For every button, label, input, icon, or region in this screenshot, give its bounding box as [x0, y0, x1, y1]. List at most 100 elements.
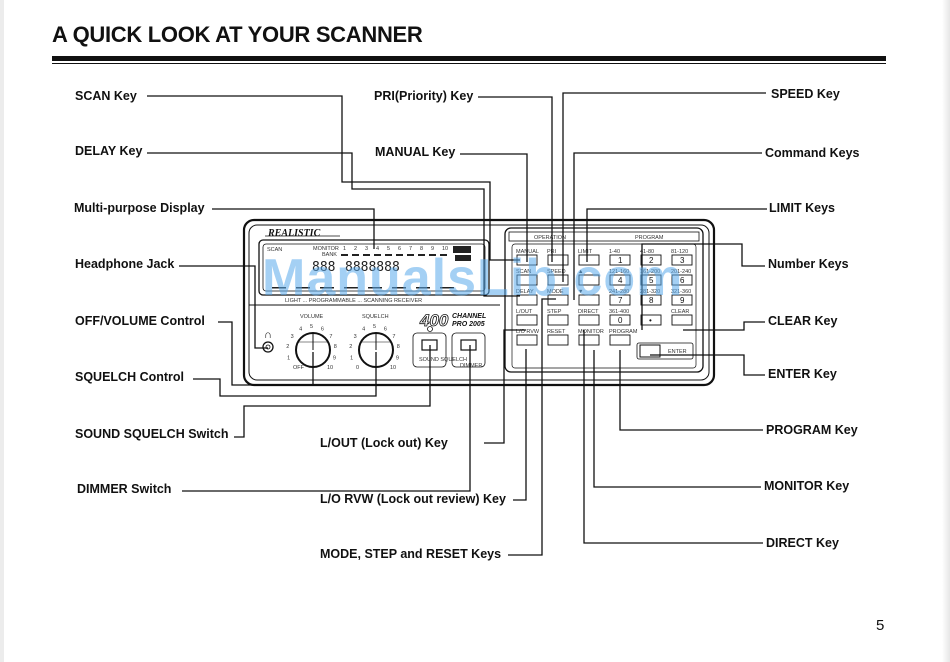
keypad-key [578, 294, 600, 306]
headphone-icon: ∩ [264, 329, 272, 341]
key-top-label: L/OUT [516, 309, 533, 315]
knob-scale-mark: 1 [287, 355, 290, 361]
lcd-segment [320, 287, 334, 289]
keypad-key [609, 334, 631, 346]
dimmer-switch [451, 332, 486, 368]
key-face-label: 0 [618, 316, 623, 325]
keypad-key [578, 334, 600, 346]
callout-mode-step-reset-keys: MODE, STEP and RESET Keys [320, 547, 502, 561]
callout-clear-line [683, 321, 765, 331]
callout-manual-line [460, 153, 528, 262]
callout-manual-key: MANUAL Key [375, 145, 456, 159]
key-face-label: 7 [618, 296, 623, 305]
key-top-label: STEP [547, 309, 562, 315]
sound-squelch-text: SOUND SQUELCH [419, 357, 467, 363]
callout-speed-key: SPEED Key [771, 87, 840, 101]
callout-headphone-jack: Headphone Jack [75, 257, 175, 271]
callout-sound-squelch-line [234, 345, 431, 438]
lcd-bank-number: 3 [365, 246, 368, 252]
lcd-channel-digits: 888 [312, 260, 335, 275]
keypad-key [640, 274, 662, 286]
knob-scale-mark: 8 [397, 344, 400, 350]
key-top-label: 121-160 [609, 269, 629, 275]
lcd-strip-text: LIGHT ... PROGRAMMABLE ... SCANNING RECE… [285, 298, 422, 304]
knob-scale-mark: 4 [299, 327, 302, 333]
callout-dimmer-line [182, 345, 471, 492]
lcd-bank-number: 5 [387, 246, 390, 252]
knob-scale-mark: 10 [327, 365, 333, 371]
callout-pri-key: PRI(Priority) Key [374, 89, 474, 103]
knob-scale-mark: 3 [291, 334, 294, 340]
lcd-segment [440, 287, 454, 289]
lcd-segment [344, 287, 358, 289]
callout-squelch-control: SQUELCH Control [75, 370, 185, 384]
keypad-key [671, 254, 693, 266]
callout-command-keys: Command Keys [765, 146, 860, 160]
lcd-segment [392, 287, 406, 289]
key-face-label: 1 [618, 256, 623, 265]
callout-clear-key: CLEAR Key [768, 314, 838, 328]
keypad-key [640, 294, 662, 306]
keypad-key [609, 294, 631, 306]
key-top-label: MONITOR [578, 329, 604, 335]
knob-scale-mark: 8 [334, 344, 337, 350]
key-top-label: SCAN [516, 269, 531, 275]
key-top-label: CLEAR [671, 309, 689, 315]
callout-scan-key: SCAN Key [75, 89, 137, 103]
keypad-key [609, 314, 631, 326]
key-top-label: SPEED [547, 269, 566, 275]
callout-scan-line [147, 95, 520, 261]
knob-scale-mark: 6 [321, 327, 324, 333]
keypad-key [516, 294, 538, 306]
callout-lorvw-line [513, 349, 527, 501]
callout-enter-line [650, 354, 765, 376]
knob-scale-mark: 5 [310, 324, 313, 330]
key-top-label: 1-40 [609, 249, 620, 255]
lcd-segment [296, 287, 310, 289]
callout-display-line [212, 208, 375, 249]
knob-scale-mark: 2 [286, 344, 289, 350]
lcd-bank-number: 1 [343, 246, 346, 252]
keypad-key [547, 254, 569, 266]
key-top-label: MODE [547, 289, 564, 295]
lcd-bank-number: 10 [442, 246, 448, 252]
key-top-label: RESET [547, 329, 566, 335]
keypad-inner [511, 243, 697, 369]
lcd-bank-number: 2 [354, 246, 357, 252]
keypad-bezel [504, 227, 704, 373]
key-top-label: 81-120 [671, 249, 688, 255]
section-program: PROGRAM [635, 235, 664, 241]
keypad-key [547, 274, 569, 286]
lcd-bank-bar [352, 254, 359, 256]
callout-number-line [641, 243, 765, 330]
callout-volume-line [218, 321, 314, 386]
knob-scale-mark: 1 [350, 355, 353, 361]
scanner-inner-frame [248, 224, 710, 381]
lcd-monitor-text: MONITOR [313, 246, 339, 252]
key-top-label: DELAY [516, 289, 534, 295]
callout-headphone-line [179, 265, 268, 349]
lcd-pri-indicator [453, 246, 471, 253]
key-top-label: L/O RVW [516, 329, 540, 335]
keypad-key [671, 274, 693, 286]
key-top-label: ▼ [578, 289, 583, 295]
keypad-key [671, 294, 693, 306]
lcd-bank-bar [385, 254, 392, 256]
lcd-bank-number: 6 [398, 246, 401, 252]
keypad-key [578, 274, 600, 286]
callout-display: Multi-purpose Display [74, 201, 205, 215]
lcd-bank-number: 7 [409, 246, 412, 252]
key-top-label: ▲ [578, 269, 583, 275]
key-face-label: 2 [649, 256, 654, 265]
model-name: PRO 2005 [452, 321, 485, 328]
knob-scale-mark: 7 [329, 334, 332, 340]
volume-label: VOLUME [300, 314, 324, 320]
keypad-key [547, 334, 569, 346]
lcd-segment [368, 287, 382, 289]
section-operation: OPERATION [534, 235, 566, 241]
key-top-label: PROGRAM [609, 329, 638, 335]
